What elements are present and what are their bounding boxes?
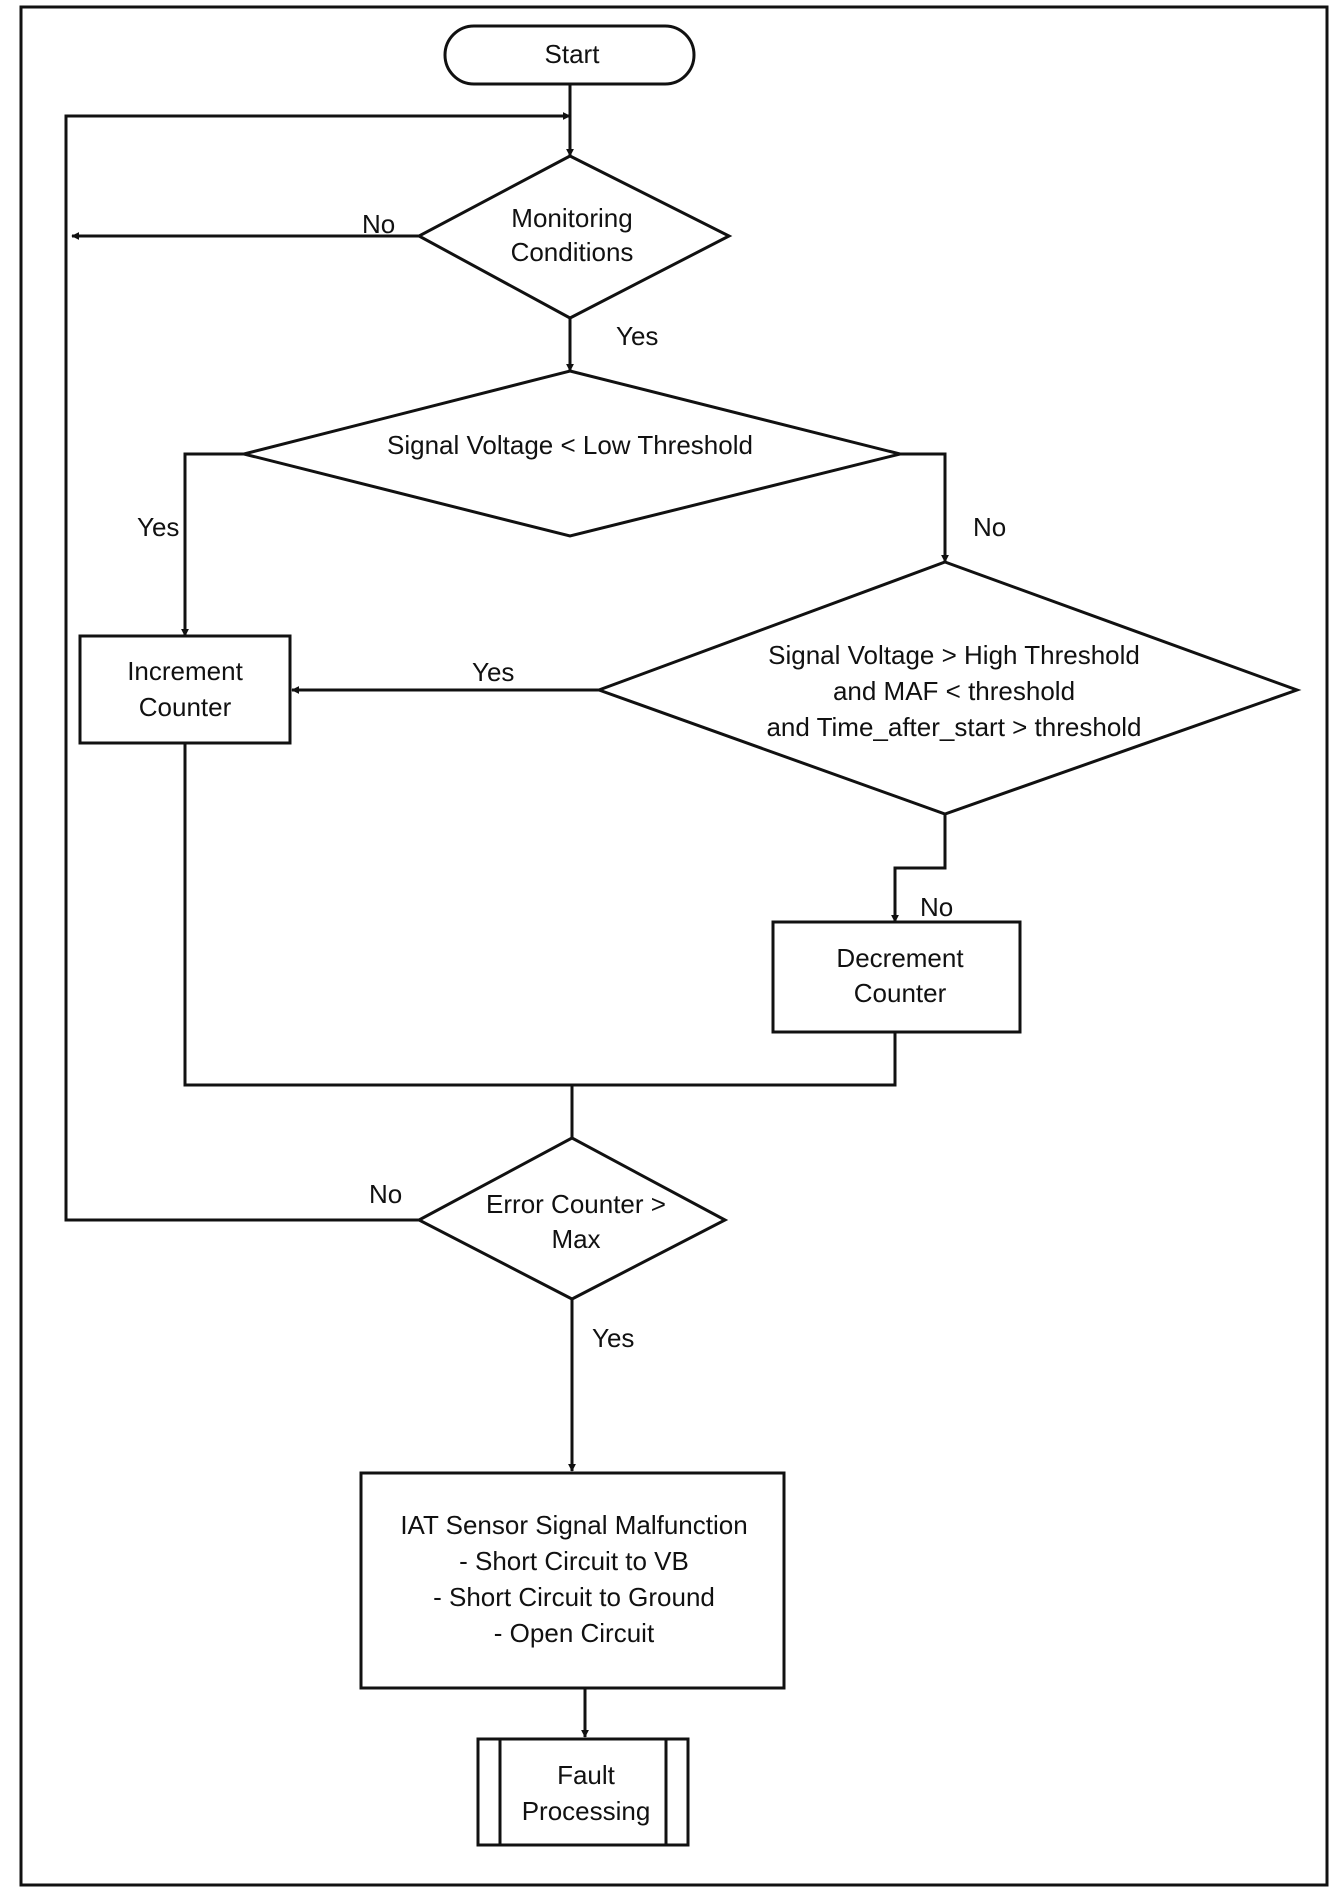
edge-low-no xyxy=(900,452,949,563)
error-check-label-2: Max xyxy=(551,1224,600,1254)
edge-loop-back xyxy=(64,112,571,1222)
start-label: Start xyxy=(545,39,601,69)
decrement-label-2: Counter xyxy=(854,978,947,1008)
label-low-yes: Yes xyxy=(137,512,179,542)
high-check-label-2: and MAF < threshold xyxy=(833,676,1075,706)
monitoring-label-1: Monitoring xyxy=(511,203,632,233)
low-check-label: Signal Voltage < Low Threshold xyxy=(387,430,753,460)
node-high-threshold: Signal Voltage > High Threshold and MAF … xyxy=(594,560,1302,816)
label-error-no: No xyxy=(369,1179,402,1209)
node-start: Start xyxy=(443,24,696,86)
label-low-no: No xyxy=(973,512,1006,542)
malfunction-label-3: - Short Circuit to Ground xyxy=(433,1582,715,1612)
high-check-label-3: and Time_after_start > threshold xyxy=(766,712,1141,742)
high-check-label-1: Signal Voltage > High Threshold xyxy=(768,640,1140,670)
node-decrement: Decrement Counter xyxy=(771,920,1022,1034)
label-high-yes: Yes xyxy=(472,657,514,687)
fault-label-2: Processing xyxy=(522,1796,651,1826)
increment-label-2: Counter xyxy=(139,692,232,722)
page-border xyxy=(19,5,1329,1887)
monitoring-label-2: Conditions xyxy=(511,237,634,267)
fault-label-1: Fault xyxy=(557,1760,616,1790)
node-low-threshold: Signal Voltage < Low Threshold xyxy=(243,369,901,538)
node-error-counter: Error Counter > Max xyxy=(415,1136,729,1301)
label-error-yes: Yes xyxy=(592,1323,634,1353)
edge-labels: No Yes Yes No Yes No No Yes xyxy=(137,209,1006,1353)
node-fault-processing: Fault Processing xyxy=(476,1737,690,1847)
edge-high-no xyxy=(891,814,947,923)
label-high-no: No xyxy=(920,892,953,922)
node-monitoring: Monitoring Conditions xyxy=(415,154,733,320)
malfunction-label-2: - Short Circuit to VB xyxy=(459,1546,689,1576)
node-malfunction: IAT Sensor Signal Malfunction - Short Ci… xyxy=(359,1471,786,1690)
connectors xyxy=(64,84,949,1738)
error-check-label-1: Error Counter > xyxy=(486,1189,666,1219)
label-monitoring-no: No xyxy=(362,209,395,239)
decrement-label-1: Decrement xyxy=(836,943,964,973)
node-increment: Increment Counter xyxy=(78,634,292,745)
malfunction-label-4: - Open Circuit xyxy=(494,1618,655,1648)
label-monitoring-yes: Yes xyxy=(616,321,658,351)
edge-low-yes xyxy=(181,452,244,637)
edge-increment-to-merge xyxy=(183,743,897,1087)
malfunction-label-1: IAT Sensor Signal Malfunction xyxy=(400,1510,747,1540)
increment-label-1: Increment xyxy=(127,656,243,686)
